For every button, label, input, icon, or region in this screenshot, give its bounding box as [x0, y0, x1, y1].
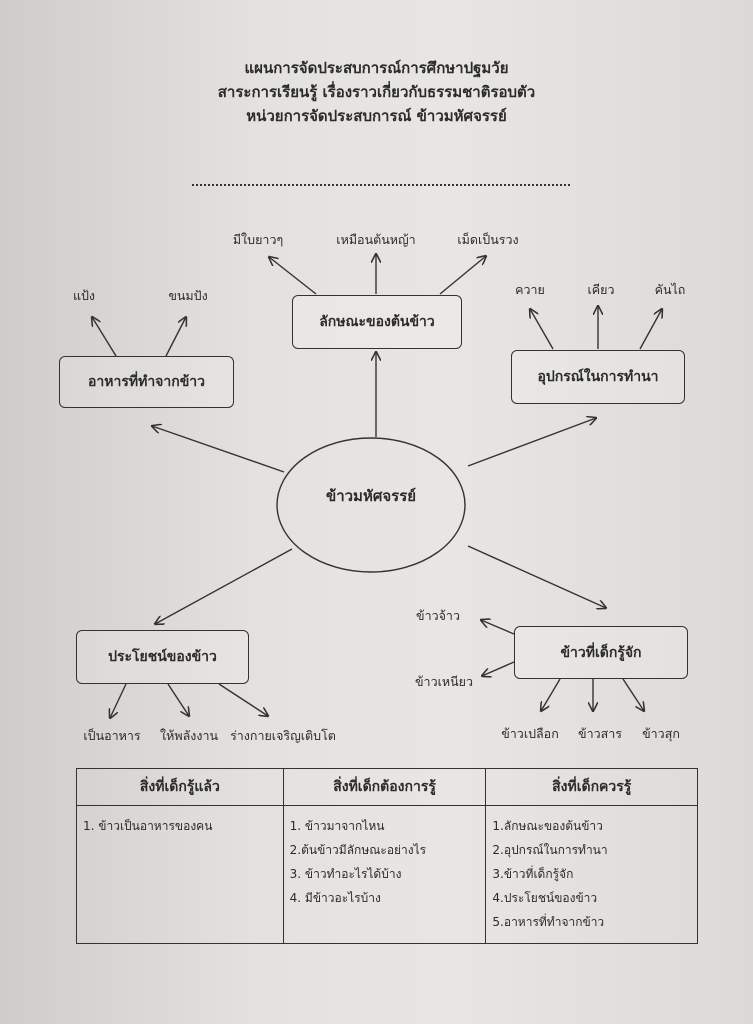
dotted-divider [192, 184, 570, 186]
kwl-cell-want: 1. ข้าวมาจากไหน 2.ต้นข้าวมีลักษณะอย่างไร… [282, 805, 487, 944]
list-item: 5.อาหารที่ทำจากข้าว [492, 915, 605, 929]
leaf-benefit-3: ร่างกายเจริญเติบโต [230, 728, 336, 743]
branch-food-label: อาหารที่ทำจากข้าว [87, 374, 206, 390]
arrow-tools-3 [639, 309, 662, 350]
arrow-known-bottom-3 [622, 678, 644, 711]
kwl-cell-know: 1. ข้าวเป็นอาหารของคน [76, 805, 284, 944]
leaf-known-side-2: ข้าวเหนียว [415, 674, 473, 689]
arrow-to-known-rice [467, 545, 606, 608]
leaf-char-3: เม็ดเป็นรวง [457, 232, 519, 247]
arrow-known-side-2 [482, 661, 515, 676]
list-item: 3.ข้าวที่เด็กรู้จัก [492, 867, 574, 881]
arrow-known-side-1 [481, 620, 515, 635]
arrow-known-bottom-1 [541, 678, 561, 711]
leaf-known-bottom-1: ข้าวเปลือก [501, 726, 559, 741]
kwl-header-row: สิ่งที่เด็กรู้แล้ว สิ่งที่เด็กต้องการรู้… [76, 768, 698, 806]
arrow-to-benefits [155, 548, 293, 624]
branch-benefits: ประโยชน์ของข้าว [76, 630, 249, 684]
leaf-tools-3: คันไถ [654, 282, 686, 297]
center-ellipse [276, 437, 466, 573]
leaf-benefit-1: เป็นอาหาร [83, 728, 141, 743]
branch-benefits-label: ประโยชน์ของข้าว [108, 649, 217, 665]
branch-tools: อุปกรณ์ในการทำนา [511, 350, 685, 404]
kwl-header-know: สิ่งที่เด็กรู้แล้ว [76, 768, 284, 806]
leaf-char-2: เหมือนต้นหญ้า [336, 232, 416, 247]
list-item: 1.ลักษณะของต้นข้าว [492, 819, 603, 833]
header-line-1: แผนการจัดประสบการณ์การศึกษาปฐมวัย [244, 59, 509, 77]
branch-tools-label: อุปกรณ์ในการทำนา [537, 369, 659, 385]
arrow-benefit-2 [167, 683, 189, 716]
leaf-known-bottom-2: ข้าวสาร [578, 726, 622, 741]
leaf-known-bottom-3: ข้าวสุก [642, 726, 680, 741]
leaf-benefit-2: ให้พลังงาน [159, 728, 219, 743]
list-item: 2.ต้นข้าวมีลักษณะอย่างไร [289, 843, 427, 857]
leaf-food-2: ขนมปัง [168, 288, 208, 303]
list-item: 2.อุปกรณ์ในการทำนา [492, 843, 608, 857]
list-item: 4. มีข้าวอะไรบ้าง [289, 891, 381, 905]
branch-known-rice-label: ข้าวที่เด็กรู้จัก [560, 644, 642, 661]
list-item: 4.ประโยชน์ของข้าว [492, 891, 598, 905]
leaf-tools-1: ควาย [515, 282, 545, 297]
branch-characteristics-label: ลักษณะของต้นข้าว [319, 314, 435, 330]
kwl-table: สิ่งที่เด็กรู้แล้ว สิ่งที่เด็กต้องการรู้… [76, 768, 698, 944]
leaf-char-1: มีใบยาวๆ [232, 232, 284, 247]
arrow-to-food [152, 426, 285, 473]
arrow-benefit-1 [110, 683, 127, 718]
arrow-char-3 [439, 256, 486, 295]
branch-food: อาหารที่ทำจากข้าว [59, 356, 234, 408]
branch-known-rice: ข้าวที่เด็กรู้จัก [514, 626, 688, 679]
kwl-header-want: สิ่งที่เด็กต้องการรู้ [282, 768, 487, 806]
leaf-known-side-1: ข้าวจ้าว [416, 608, 460, 623]
header-line-3: หน่วยการจัดประสบการณ์ ข้าวมหัศจรรย์ [246, 107, 507, 125]
leaf-tools-2: เคียว [587, 282, 615, 297]
document-header: แผนการจัดประสบการณ์การศึกษาปฐมวัย สาระกา… [0, 56, 753, 128]
mindmap-center-label: ข้าวมหัศจรรย์ [325, 487, 417, 505]
header-line-2: สาระการเรียนรู้ เรื่องราวเกี่ยวกับธรรมชา… [217, 83, 536, 101]
arrow-char-1 [269, 257, 317, 295]
arrow-tools-1 [530, 309, 554, 350]
arrow-to-tools [467, 418, 596, 467]
arrow-benefit-3 [218, 683, 268, 716]
arrow-food-1 [92, 317, 117, 357]
kwl-cell-should: 1.ลักษณะของต้นข้าว 2.อุปกรณ์ในการทำนา 3.… [485, 805, 698, 944]
kwl-body-row: 1. ข้าวเป็นอาหารของคน 1. ข้าวมาจากไหน 2.… [76, 805, 698, 944]
list-item: 1. ข้าวมาจากไหน [289, 819, 385, 833]
branch-characteristics: ลักษณะของต้นข้าว [292, 295, 462, 349]
list-item: 1. ข้าวเป็นอาหารของคน [83, 819, 213, 833]
leaf-food-1: แป้ง [72, 288, 96, 303]
kwl-header-should: สิ่งที่เด็กควรรู้ [485, 768, 698, 806]
list-item: 3. ข้าวทำอะไรได้บ้าง [289, 867, 402, 881]
arrow-food-2 [165, 317, 186, 357]
